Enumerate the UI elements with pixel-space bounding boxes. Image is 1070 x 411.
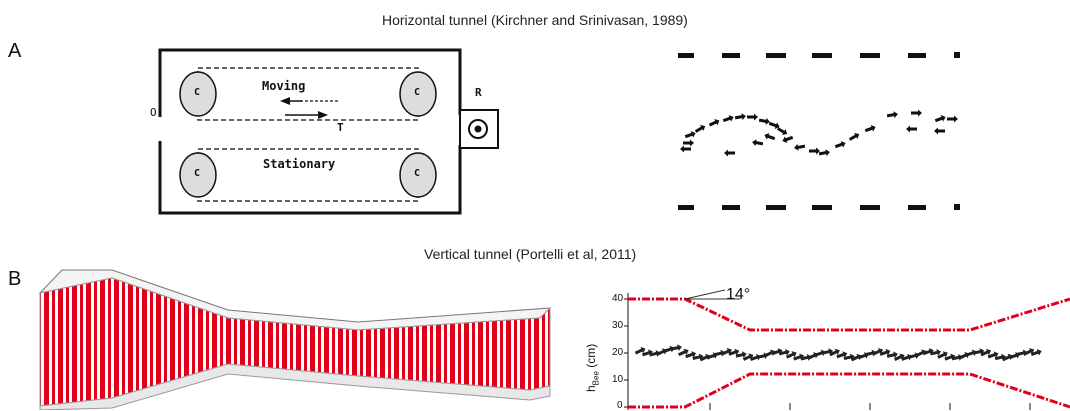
tunnel-wall-top-dashes (678, 52, 960, 58)
bee-position-arrow (670, 344, 682, 352)
bee-position-arrow (809, 147, 820, 155)
bee-position-arrow (722, 115, 734, 123)
bee-position-arrow (980, 348, 992, 357)
bee-position-arrow (794, 143, 806, 151)
bee-position-arrow (915, 349, 927, 357)
angle-label: 14° (726, 286, 751, 303)
bee-position-arrow (694, 124, 706, 133)
bee-position-arrow (937, 351, 948, 359)
bee-position-arrow (872, 348, 884, 356)
ytick-30: 30 (612, 320, 624, 331)
ytick-10: 10 (612, 374, 624, 385)
bee-position-arrow (778, 348, 790, 356)
cylinder-label: C (414, 168, 421, 179)
bee-position-arrow (886, 351, 898, 359)
opening-label: O (150, 106, 157, 119)
bee-position-arrow (1002, 353, 1013, 362)
y-axis-label-main: h (584, 385, 598, 392)
bee-position-arrow (834, 141, 846, 149)
bee-position-arrow (1030, 348, 1042, 356)
bee-position-arrow (699, 353, 711, 362)
bee-position-arrow (728, 348, 740, 356)
horizontal-tunnel-schematic (158, 48, 499, 215)
cylinder-label: C (194, 168, 201, 179)
bee-position-arrow (886, 111, 898, 119)
bee-position-arrow (663, 345, 675, 353)
bee-position-arrow (752, 139, 764, 147)
y-axis-label-unit: (cm) (584, 343, 598, 368)
bee-position-arrow (987, 351, 999, 359)
vertical-trajectory-arrows (634, 344, 1042, 362)
bee-position-arrow (934, 115, 946, 123)
bee-position-arrow (1023, 347, 1035, 356)
bee-position-arrow (678, 348, 689, 357)
bee-position-arrow (685, 351, 697, 359)
ytick-20: 20 (612, 347, 624, 358)
bee-position-arrow (850, 353, 862, 362)
panel-b-label: B (8, 268, 22, 290)
bee-position-arrow (735, 351, 747, 359)
bee-position-arrow (708, 118, 720, 127)
bee-trajectory-arrows (680, 109, 958, 157)
panel-b-title: Vertical tunnel (Portelli et al, 2011) (424, 246, 637, 262)
reward-label: R (475, 86, 482, 99)
moving-direction-arrow-icon (280, 97, 290, 105)
bee-position-arrow (911, 109, 922, 117)
bee-position-arrow (764, 349, 776, 358)
stationary-label: Stationary (263, 157, 336, 171)
tunnel-wall-bottom-dashes (678, 204, 960, 210)
bee-position-arrow (947, 115, 958, 123)
bee-position-arrow (951, 353, 963, 361)
bee-position-arrow (634, 346, 646, 355)
tunnel-floor (39, 363, 551, 410)
reward-feeder-icon (468, 119, 488, 139)
bee-position-arrow (776, 127, 788, 136)
bee-position-arrow (894, 353, 905, 361)
tunnel-top-wall (158, 48, 462, 117)
flight-direction-arrow-icon (318, 111, 328, 119)
y-axis-label: hBee (cm) (584, 344, 600, 392)
bee-position-arrow (782, 135, 794, 143)
cylinder-label: C (194, 87, 201, 98)
cylinder-icon (179, 71, 437, 198)
bee-position-arrow (879, 348, 891, 356)
panel-a-label: A (8, 40, 22, 62)
bee-position-arrow (814, 349, 826, 357)
bee-position-arrow (684, 131, 696, 139)
bee-position-arrow (734, 113, 746, 121)
height-profile-plot (624, 289, 1070, 410)
bee-position-arrow (758, 117, 770, 125)
bee-position-arrow (786, 351, 797, 359)
bee-position-arrow (906, 125, 917, 133)
ytick-40: 40 (612, 293, 624, 304)
bee-position-arrow (836, 351, 848, 359)
moving-label: Moving (262, 79, 306, 93)
y-axis-label-sub: Bee (591, 371, 601, 386)
bee-position-arrow (680, 145, 691, 153)
bee-position-arrow (848, 132, 860, 141)
bee-position-arrow (965, 349, 977, 357)
horizontal-trajectory-figure (678, 52, 960, 210)
bee-position-arrow (768, 121, 780, 129)
bee-position-arrow (934, 127, 945, 135)
cylinder-label: C (414, 87, 421, 98)
panel-a-title: Horizontal tunnel (Kirchner and Srinivas… (382, 12, 688, 28)
bee-position-arrow (929, 348, 942, 356)
bee-position-arrow (747, 113, 758, 121)
bee-position-arrow (764, 133, 776, 141)
vertical-tunnel-illustration (38, 269, 552, 410)
tunnel-profile-lines (628, 297, 1070, 409)
bee-position-arrow (864, 125, 876, 133)
bee-position-arrow (721, 348, 732, 356)
ytick-0: 0 (617, 400, 623, 411)
bee-position-arrow (742, 353, 754, 361)
bee-position-arrow (829, 348, 840, 357)
bee-position-arrow (683, 139, 694, 147)
moving-belt (197, 67, 419, 121)
tunnel-bottom-wall (158, 141, 462, 215)
bee-position-arrow (818, 149, 830, 157)
bee-position-arrow (724, 149, 735, 157)
tunnel-label: T (337, 121, 344, 134)
